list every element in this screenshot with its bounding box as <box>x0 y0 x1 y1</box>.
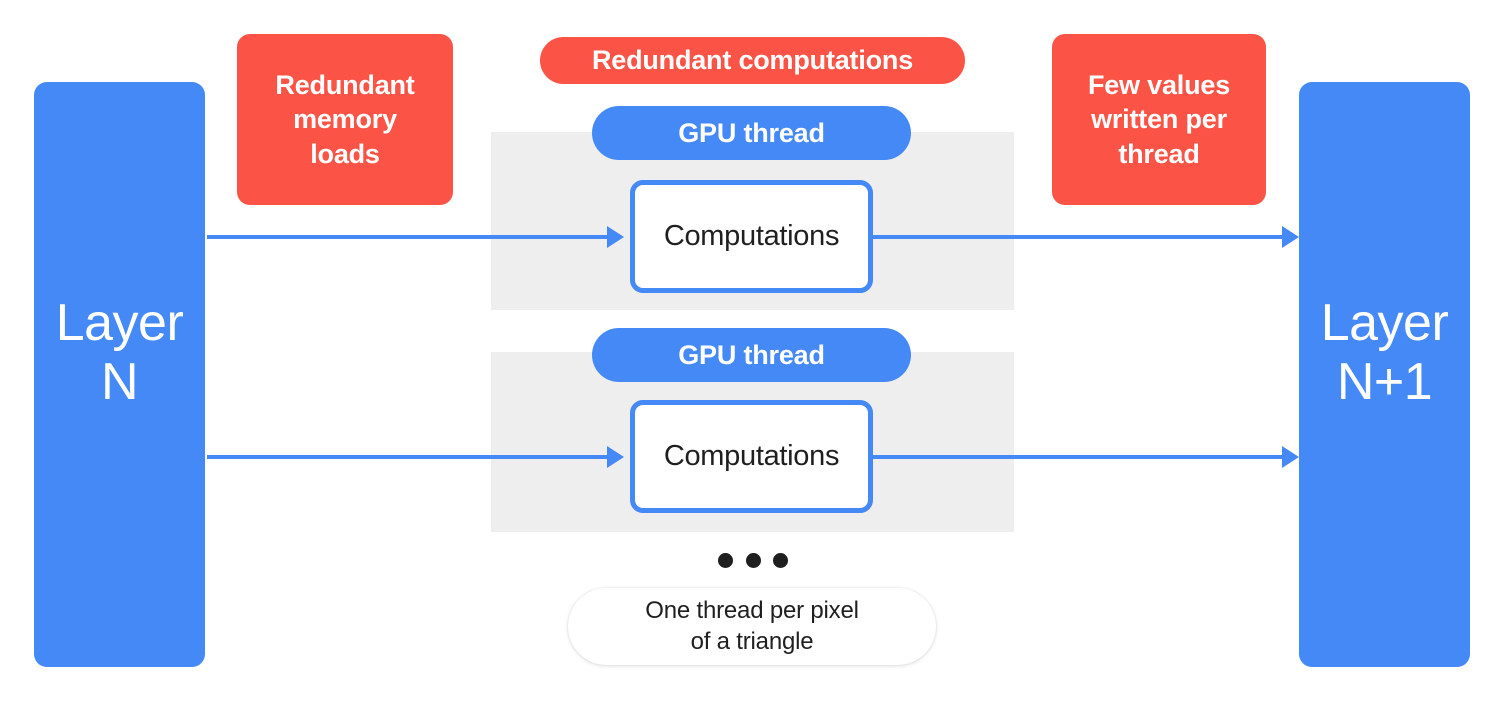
callout-redundant-computations-label: Redundant computations <box>591 45 914 75</box>
callout-few-values-written: Few values written per thread <box>1052 34 1266 205</box>
arrow-layer-n-to-thread-2 <box>207 455 611 459</box>
layer-n-label: Layer N <box>55 294 184 412</box>
computations-box-1-label: Computations <box>663 220 840 252</box>
arrow-layer-n-to-thread-1 <box>207 235 611 239</box>
layer-n-plus-1-block: Layer N+1 <box>1299 82 1470 667</box>
arrow-head-into-layer-n1-row-1 <box>1282 226 1299 248</box>
ellipsis-dot <box>773 552 788 568</box>
computations-box-1: Computations <box>630 180 873 293</box>
arrow-head-into-layer-n1-row-2 <box>1282 446 1299 468</box>
arrow-thread-1-to-layer-n1 <box>872 235 1287 239</box>
gpu-thread-pill-2: GPU thread <box>592 328 911 382</box>
ellipsis-dot <box>745 552 761 568</box>
gpu-thread-pill-2-label: GPU thread <box>678 339 825 370</box>
layer-n-block: Layer N <box>34 82 205 667</box>
layer-n-plus-1-label: Layer N+1 <box>1320 294 1449 412</box>
arrow-head-into-thread-1 <box>607 226 624 248</box>
callout-redundant-computations: Redundant computations <box>540 37 965 84</box>
callout-redundant-memory-loads: Redundant memory loads <box>237 34 453 205</box>
thread-caption-pill: One thread per pixel of a triangle <box>568 588 936 665</box>
gpu-thread-pill-1: GPU thread <box>592 106 911 160</box>
computations-box-2-label: Computations <box>663 440 840 472</box>
arrow-head-into-thread-2 <box>607 446 624 468</box>
arrow-thread-2-to-layer-n1 <box>872 455 1287 459</box>
gpu-thread-pill-1-label: GPU thread <box>678 117 825 148</box>
callout-few-values-written-label: Few values written per thread <box>1087 69 1231 169</box>
computations-box-2: Computations <box>630 400 873 513</box>
callout-redundant-memory-loads-label: Redundant memory loads <box>275 69 415 169</box>
ellipsis-dot <box>718 552 733 568</box>
thread-caption-label: One thread per pixel of a triangle <box>645 596 859 655</box>
ellipsis-dots-icon <box>718 550 788 570</box>
